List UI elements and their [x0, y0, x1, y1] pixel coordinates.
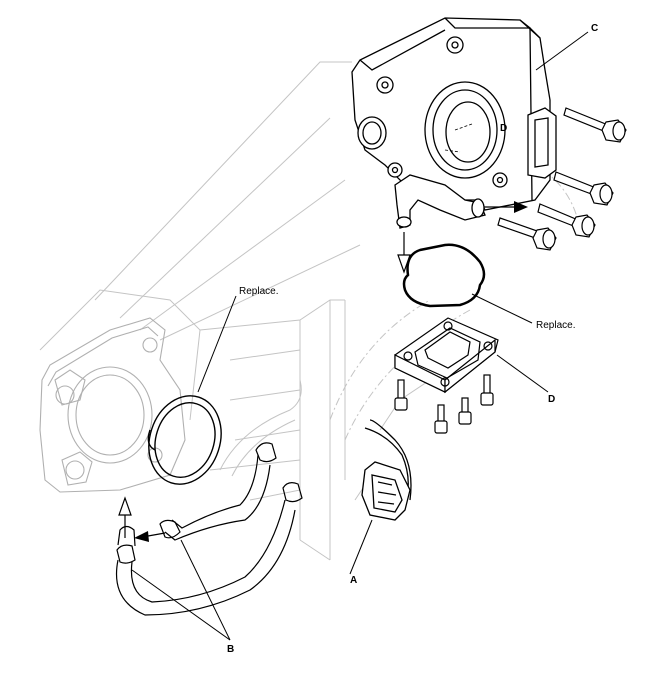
ghost-hoses — [219, 379, 302, 477]
callout-replace-o-ring: Replace. — [239, 286, 279, 297]
arrow-up — [118, 496, 132, 538]
bolt — [497, 217, 557, 251]
throttle-body — [351, 17, 557, 229]
throttle-body-bolts — [497, 107, 627, 251]
screw — [458, 397, 472, 425]
arrow-right — [484, 201, 528, 213]
harness-connector — [361, 419, 412, 521]
bolt — [537, 203, 596, 238]
bolt — [563, 107, 627, 143]
chamber-screws — [394, 374, 494, 434]
throttle-body-gasket — [402, 243, 486, 308]
throttle-body-o-ring — [147, 395, 222, 485]
callout-d-plate: D — [548, 394, 556, 405]
coolant-hoses — [115, 442, 303, 616]
engine-ghost-outline — [39, 61, 581, 561]
screw — [394, 379, 408, 411]
bolt — [553, 171, 614, 206]
callout-c: C — [591, 23, 599, 34]
screw — [434, 404, 448, 434]
callout-replace-gasket: Replace. — [536, 320, 576, 331]
arrow-left — [134, 531, 166, 542]
callout-d-connector: D — [500, 123, 508, 134]
arrow-down — [397, 232, 411, 274]
chamber-plate — [394, 317, 499, 394]
callout-a: A — [350, 575, 358, 586]
throttle-body-detail — [444, 123, 473, 153]
leader-lines — [131, 31, 589, 641]
callout-b: B — [227, 644, 235, 655]
screw — [480, 374, 494, 406]
direction-arrows — [118, 201, 528, 542]
intake-manifold-flange — [39, 317, 186, 493]
